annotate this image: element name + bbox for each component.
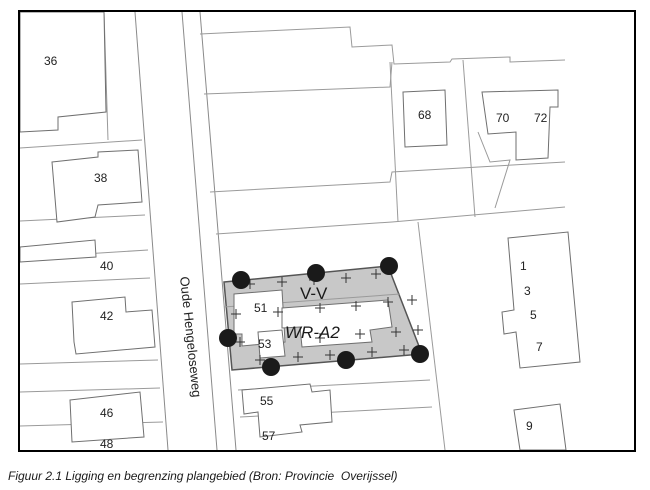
house-number: 5 [530, 308, 537, 322]
hatch-plus [293, 352, 303, 362]
plan-area [223, 265, 424, 371]
house-number: 72 [534, 111, 548, 125]
house-number: 55 [260, 394, 274, 408]
boundary-marker [262, 358, 280, 376]
house-number: 7 [536, 340, 543, 354]
hatch-plus [341, 273, 351, 283]
buildings-left [20, 12, 156, 443]
hatch-plus [315, 303, 325, 313]
house-number: 1 [520, 259, 527, 273]
street-label: Oude Hengeloseweg [177, 276, 205, 398]
house-number: 42 [100, 309, 114, 323]
boundary-marker [411, 345, 429, 363]
hatch-plus [383, 297, 393, 307]
house-number: 36 [44, 54, 58, 68]
hatch-plus [231, 309, 241, 319]
boundary-marker [337, 351, 355, 369]
hatch-plus [355, 329, 365, 339]
hatch-plus [407, 295, 417, 305]
house-number: 57 [262, 429, 276, 443]
zone-label-wra2: WR-A2 [285, 323, 340, 342]
house-number: 9 [526, 419, 533, 433]
street-road [134, 12, 237, 450]
boundary-marker [219, 329, 237, 347]
house-number: 70 [496, 111, 510, 125]
hatch-plus [399, 345, 409, 355]
hatch-plus [325, 350, 335, 360]
hatch-plus [277, 277, 287, 287]
house-number: 38 [94, 171, 108, 185]
hatch-plus [255, 355, 265, 365]
hatch-plus [235, 337, 245, 347]
house-number: 68 [418, 108, 432, 122]
hatch-plus [371, 269, 381, 279]
zone-label-vv: V-V [300, 284, 328, 303]
hatch-plus [413, 325, 423, 335]
hatch-plus [367, 347, 377, 357]
buildings-right [241, 89, 581, 450]
boundary-marker [232, 271, 250, 289]
house-number: 3 [524, 284, 531, 298]
lots-right [199, 26, 566, 450]
house-number: 48 [100, 437, 114, 450]
house-number: 53 [258, 337, 272, 351]
boundary-markers [219, 257, 429, 376]
house-numbers: 36 38 40 42 46 48 51 53 55 57 68 70 72 1… [44, 54, 548, 450]
hatch-plus [273, 307, 283, 317]
boundary-marker [307, 264, 325, 282]
figure-caption: Figuur 2.1 Ligging en begrenzing plangeb… [8, 469, 398, 483]
cadastral-map: V-V WR-A2 Oude Hengeloseweg 36 38 40 42 … [20, 12, 581, 450]
house-number: 40 [100, 259, 114, 273]
house-number: 51 [254, 301, 268, 315]
hatch-plus [391, 327, 401, 337]
hatch-plus [351, 301, 361, 311]
house-number: 46 [100, 406, 114, 420]
boundary-marker [380, 257, 398, 275]
hatch-plus [315, 333, 325, 343]
map-frame: V-V WR-A2 Oude Hengeloseweg 36 38 40 42 … [18, 10, 636, 452]
